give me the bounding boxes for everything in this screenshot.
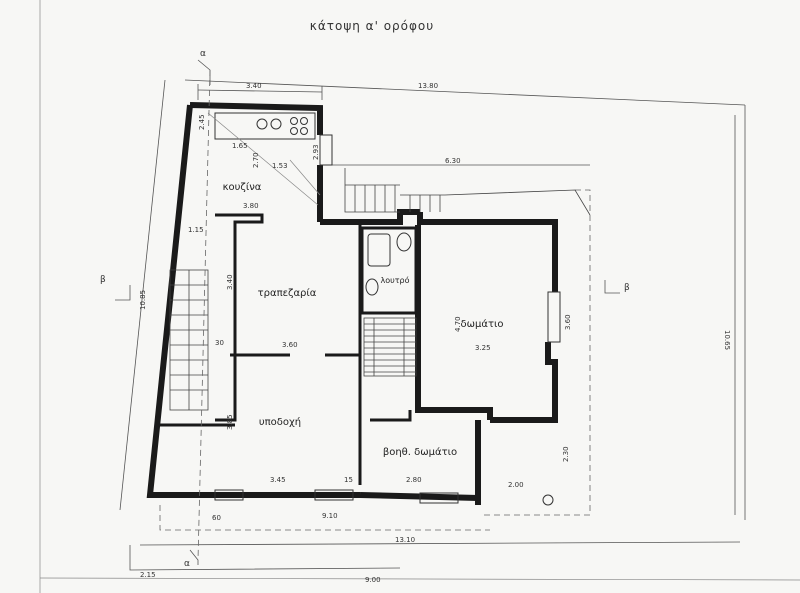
window xyxy=(214,489,244,501)
dim-small-115: 1.15 xyxy=(188,226,204,234)
bottom-secondary-dim-line xyxy=(129,545,401,571)
window xyxy=(419,492,459,504)
section-arrow-right xyxy=(604,280,620,294)
outdoor-stair xyxy=(344,168,591,216)
bottom-balcony-outline xyxy=(159,505,490,531)
dim-small-60: 60 xyxy=(212,514,221,522)
dim-bedroom-h: 3.60 xyxy=(564,314,572,330)
left-stair xyxy=(169,269,209,411)
sink-icon xyxy=(365,278,379,296)
kitchen-column xyxy=(319,134,333,166)
stove-burner-icon xyxy=(290,127,298,135)
room-label-dining: τραπεζαρία xyxy=(258,287,317,299)
dim-small-165: 1.65 xyxy=(232,142,248,150)
dim-dining-h: 3.40 xyxy=(226,274,234,290)
dim-kitchen-w: 3.80 xyxy=(243,202,259,210)
bedroom-top-wall xyxy=(417,212,558,292)
section-mark-b-right: β xyxy=(624,283,630,293)
bottom-border-line xyxy=(39,577,800,581)
dim-small-30: 30 xyxy=(215,339,224,347)
dim-aux-w: 2.80 xyxy=(406,476,422,484)
hall-top-wall xyxy=(320,209,420,225)
dim-balcony-w: 2.00 xyxy=(508,481,524,489)
dim-left-height: 10.85 xyxy=(139,290,147,310)
dim-living-w: 3.45 xyxy=(270,476,286,484)
dim-top-kitchen: 3.40 xyxy=(246,82,262,90)
kitchen-top-dim-line xyxy=(197,89,323,93)
stove-burner-icon xyxy=(270,118,282,130)
window xyxy=(547,291,561,343)
dim-small-245: 2.45 xyxy=(198,114,206,130)
stove-burner-icon xyxy=(300,117,308,125)
plan-title: κάτοψη α' ορόφου xyxy=(310,19,434,33)
top-overall-dim-line xyxy=(184,79,746,106)
dim-top-overall: 13.80 xyxy=(418,82,438,90)
dim-small-270: 2.70 xyxy=(252,152,260,168)
kitchen-counter xyxy=(214,112,316,140)
dim-aux-h: 2.30 xyxy=(562,446,570,462)
left-height-dim-line xyxy=(119,79,166,511)
dim-small-470: 4.70 xyxy=(454,316,462,332)
dim-small-153: 1.53 xyxy=(272,162,288,170)
dim-bottom-inner: 9.10 xyxy=(322,512,338,520)
room-label-kitchen: κουζίνα xyxy=(223,181,262,193)
dim-bottom-b: 9.00 xyxy=(365,576,381,584)
window xyxy=(314,489,354,501)
dim-hall-w: 3.60 xyxy=(282,341,298,349)
room-label-bathroom: λουτρό xyxy=(380,275,409,285)
section-mark-b-left: β xyxy=(100,275,106,285)
room-label-aux-bedroom: βοηθ. δωμάτιο xyxy=(383,446,457,458)
hall-stair xyxy=(363,317,417,377)
room-label-living: υποδοχή xyxy=(259,416,301,428)
dim-right-upper: 6.30 xyxy=(445,157,461,165)
stove-burner-icon xyxy=(256,118,268,130)
stove-burner-icon xyxy=(290,117,298,125)
toilet-icon xyxy=(396,232,412,252)
section-arrow-bottom xyxy=(189,549,199,565)
aux-room-top-wall xyxy=(370,410,412,422)
kitchen-door-line xyxy=(289,159,321,196)
dim-bottom-overall: 13.10 xyxy=(395,536,415,544)
dim-small-15: 15 xyxy=(344,476,353,484)
stove-burner-icon xyxy=(300,127,308,135)
section-line-a xyxy=(197,69,211,561)
bathroom-box xyxy=(360,226,418,315)
kitchen-top-wall xyxy=(189,102,323,135)
bottom-overall-dim-line xyxy=(139,541,741,546)
bathtub-icon xyxy=(367,233,391,267)
dining-left-inner-wall xyxy=(215,213,264,422)
balcony-outline xyxy=(480,189,591,516)
dim-small-293: 2.93 xyxy=(312,144,320,160)
bedroom-left-wall xyxy=(415,225,493,420)
dim-bottom-a: 2.15 xyxy=(140,571,156,579)
drain-icon xyxy=(542,494,554,506)
section-mark-a-bottom: α xyxy=(184,559,190,569)
kitchen-diagonal-line xyxy=(207,112,319,206)
bottom-wall-right xyxy=(359,492,479,501)
bedroom-right-wall xyxy=(490,342,558,423)
dim-right-height: 10.65 xyxy=(723,330,731,350)
dim-living-h: 3.85 xyxy=(226,414,234,430)
section-mark-a-top: α xyxy=(200,49,206,59)
section-arrow-left xyxy=(115,285,131,301)
dim-bedroom-w: 3.25 xyxy=(475,344,491,352)
room-label-bedroom: δωμάτιο xyxy=(461,318,504,330)
